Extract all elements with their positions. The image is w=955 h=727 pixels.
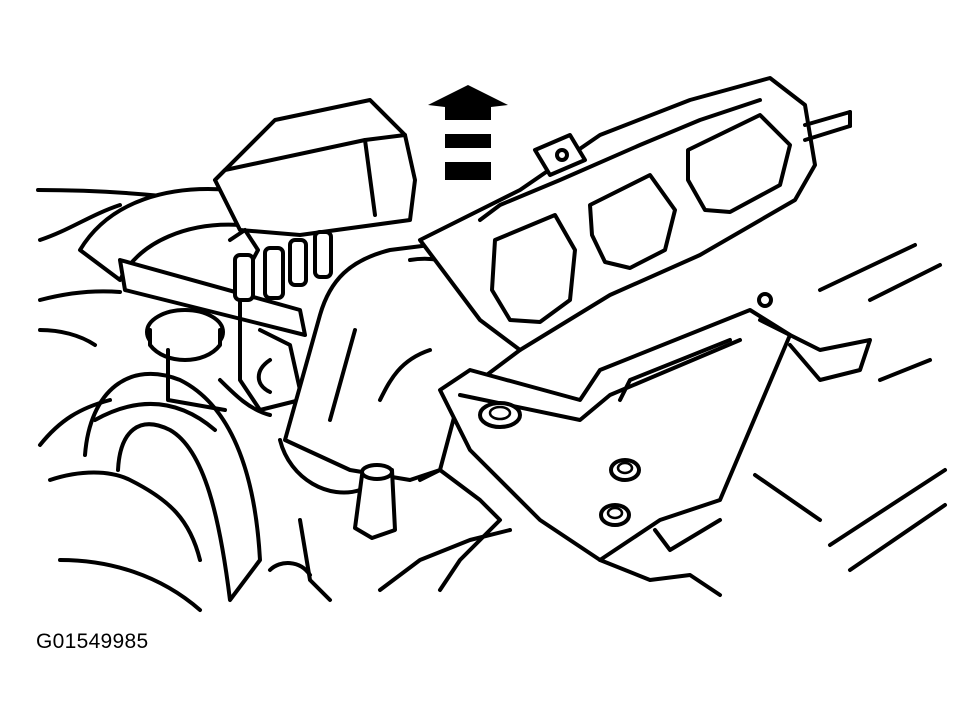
lower-engine-components	[268, 468, 722, 602]
air-cleaner-box	[213, 98, 417, 237]
lower-manifold-bracket	[438, 292, 872, 562]
removal-direction-arrow-icon	[428, 85, 508, 180]
reservoir-cap	[145, 308, 227, 412]
background-engine-lines	[36, 188, 947, 612]
pipe-fitting	[353, 463, 397, 540]
figure-id-label: G01549985	[36, 630, 149, 653]
throttle-body-linkage	[218, 228, 333, 417]
mounting-bolts	[478, 401, 641, 527]
intake-runners	[418, 76, 852, 352]
